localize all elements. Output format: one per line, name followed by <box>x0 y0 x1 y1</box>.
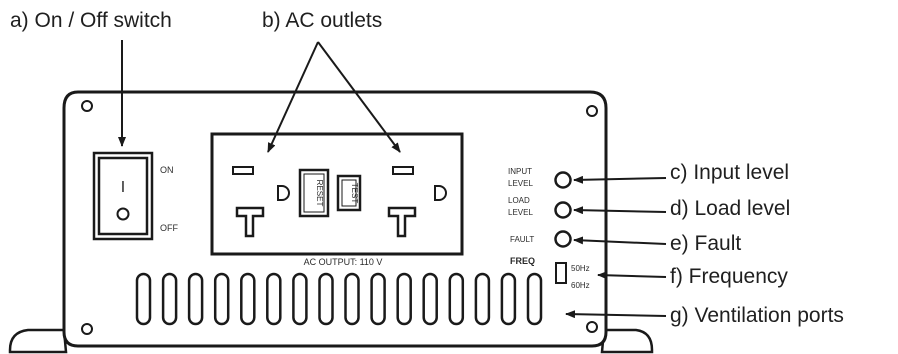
vent-slot <box>292 272 308 326</box>
freq-label: FREQ <box>510 256 535 266</box>
callout-frequency: f) Frequency <box>670 265 788 288</box>
vent-slot <box>396 272 412 326</box>
screw-top-left-icon <box>81 100 93 112</box>
input-level-label-line2: LEVEL <box>508 179 533 188</box>
screw-bottom-right-icon <box>586 321 598 333</box>
right-outlet-ground-icon <box>387 206 417 238</box>
arrow-outlet-right <box>317 41 401 153</box>
callout-ac-outlets: b) AC outlets <box>262 9 383 32</box>
fault-label: FAULT <box>510 235 534 244</box>
vent-slot <box>370 272 386 326</box>
vent-slot <box>500 272 517 326</box>
freq-60hz-label: 60Hz <box>571 281 590 290</box>
vent-slot <box>161 272 178 326</box>
input-level-led-icon <box>554 171 572 189</box>
callout-input-level: c) Input level <box>670 161 790 184</box>
callout-ventilation-ports: g) Ventilation ports <box>670 304 844 327</box>
load-level-label-line1: LOAD <box>508 196 530 205</box>
left-outlet-neutral-icon <box>277 185 290 201</box>
callout-load-level: d) Load level <box>670 197 791 220</box>
screw-bottom-left-icon <box>81 323 93 335</box>
right-mounting-foot <box>600 328 654 354</box>
test-button[interactable] <box>336 174 362 212</box>
vent-slot <box>213 272 230 326</box>
left-mounting-foot <box>8 328 68 354</box>
vent-slot <box>240 272 256 326</box>
vent-slot <box>266 272 282 326</box>
arrow-ventilation <box>565 310 667 319</box>
arrow-frequency <box>597 271 667 280</box>
fault-led-icon <box>554 230 572 248</box>
right-outlet-hot-slot <box>392 166 414 175</box>
callout-on-off-switch: a) On / Off switch <box>10 9 172 32</box>
ac-output-label: AC OUTPUT: 110 V <box>304 257 383 267</box>
vent-slot <box>422 272 438 326</box>
vent-slot <box>187 272 204 326</box>
screw-top-right-icon <box>586 105 598 117</box>
frequency-switch[interactable] <box>555 262 567 284</box>
switch-off-label: OFF <box>160 223 178 233</box>
vent-slot <box>135 272 152 326</box>
switch-off-symbol-icon <box>116 207 130 221</box>
load-level-led-icon <box>554 201 572 219</box>
ventilation-ports <box>135 272 543 326</box>
switch-on-symbol: I <box>121 179 125 196</box>
input-level-label-line1: INPUT <box>508 167 532 176</box>
vent-slot <box>448 272 465 326</box>
callout-fault: e) Fault <box>670 232 742 255</box>
arrow-input-level <box>573 175 667 184</box>
switch-rocker <box>97 156 149 236</box>
arrow-fault <box>573 236 667 245</box>
arrow-load-level <box>573 206 667 215</box>
right-outlet-neutral-icon <box>434 185 447 201</box>
test-button-label: TEST <box>350 183 359 204</box>
left-outlet-hot-slot <box>232 166 254 175</box>
reset-button[interactable] <box>298 168 330 218</box>
vent-slot <box>526 272 543 326</box>
reset-button-label: RESET <box>315 180 324 207</box>
switch-bezel <box>92 151 154 241</box>
freq-50hz-label: 50Hz <box>571 264 590 273</box>
left-outlet-ground-icon <box>235 206 265 238</box>
switch-on-label: ON <box>160 165 174 175</box>
vent-slot <box>318 272 334 326</box>
load-level-label-line2: LEVEL <box>508 208 533 217</box>
vent-slot <box>474 272 491 326</box>
vent-slot <box>344 272 360 326</box>
arrow-outlet-left <box>267 41 319 153</box>
